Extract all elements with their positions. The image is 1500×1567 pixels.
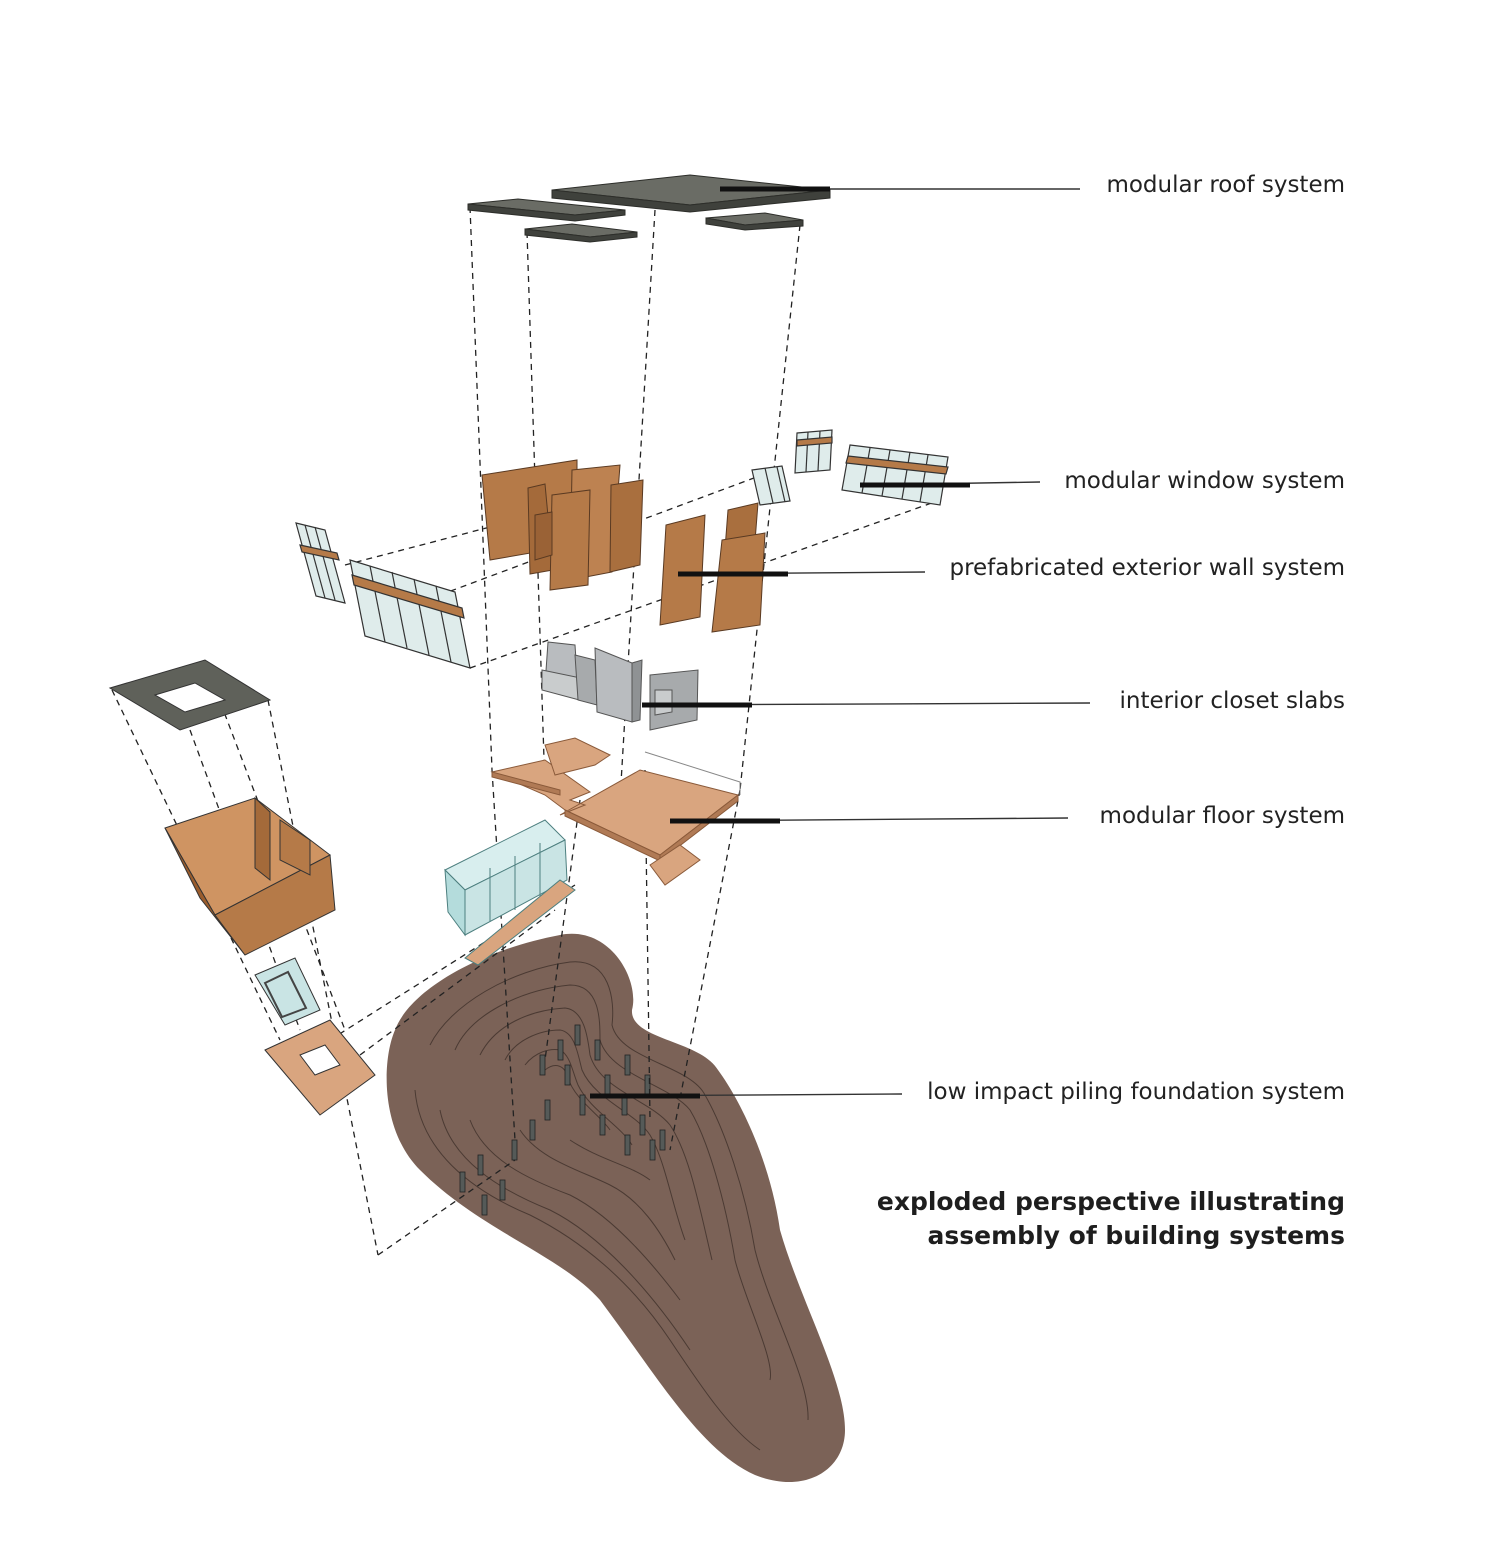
contour-lines [414, 961, 809, 1451]
label-closet-slabs: interior closet slabs [1119, 688, 1345, 714]
caption-line-2: assembly of building systems [927, 1221, 1345, 1250]
label-wall-system: prefabricated exterior wall system [949, 555, 1345, 581]
label-floor-system: modular floor system [1099, 803, 1345, 829]
floor-slabs [490, 737, 741, 886]
roof-panels [467, 174, 831, 243]
terrain-shape [386, 933, 845, 1483]
pavilion [108, 659, 376, 1116]
window-panels [295, 429, 949, 669]
glass-corridor [444, 819, 576, 966]
label-window-system: modular window system [1064, 468, 1345, 494]
label-foundation-system: low impact piling foundation system [927, 1079, 1345, 1105]
terrain-site [386, 933, 845, 1483]
label-roof-system: modular roof system [1106, 172, 1345, 198]
closet-slabs [541, 641, 699, 731]
caption-line-1: exploded perspective illustrating [876, 1187, 1345, 1216]
leader-lines [589, 186, 1091, 1099]
piles [459, 1024, 666, 1216]
wall-panels [481, 459, 766, 633]
diagram-caption: exploded perspective illustrating assemb… [877, 1185, 1345, 1253]
